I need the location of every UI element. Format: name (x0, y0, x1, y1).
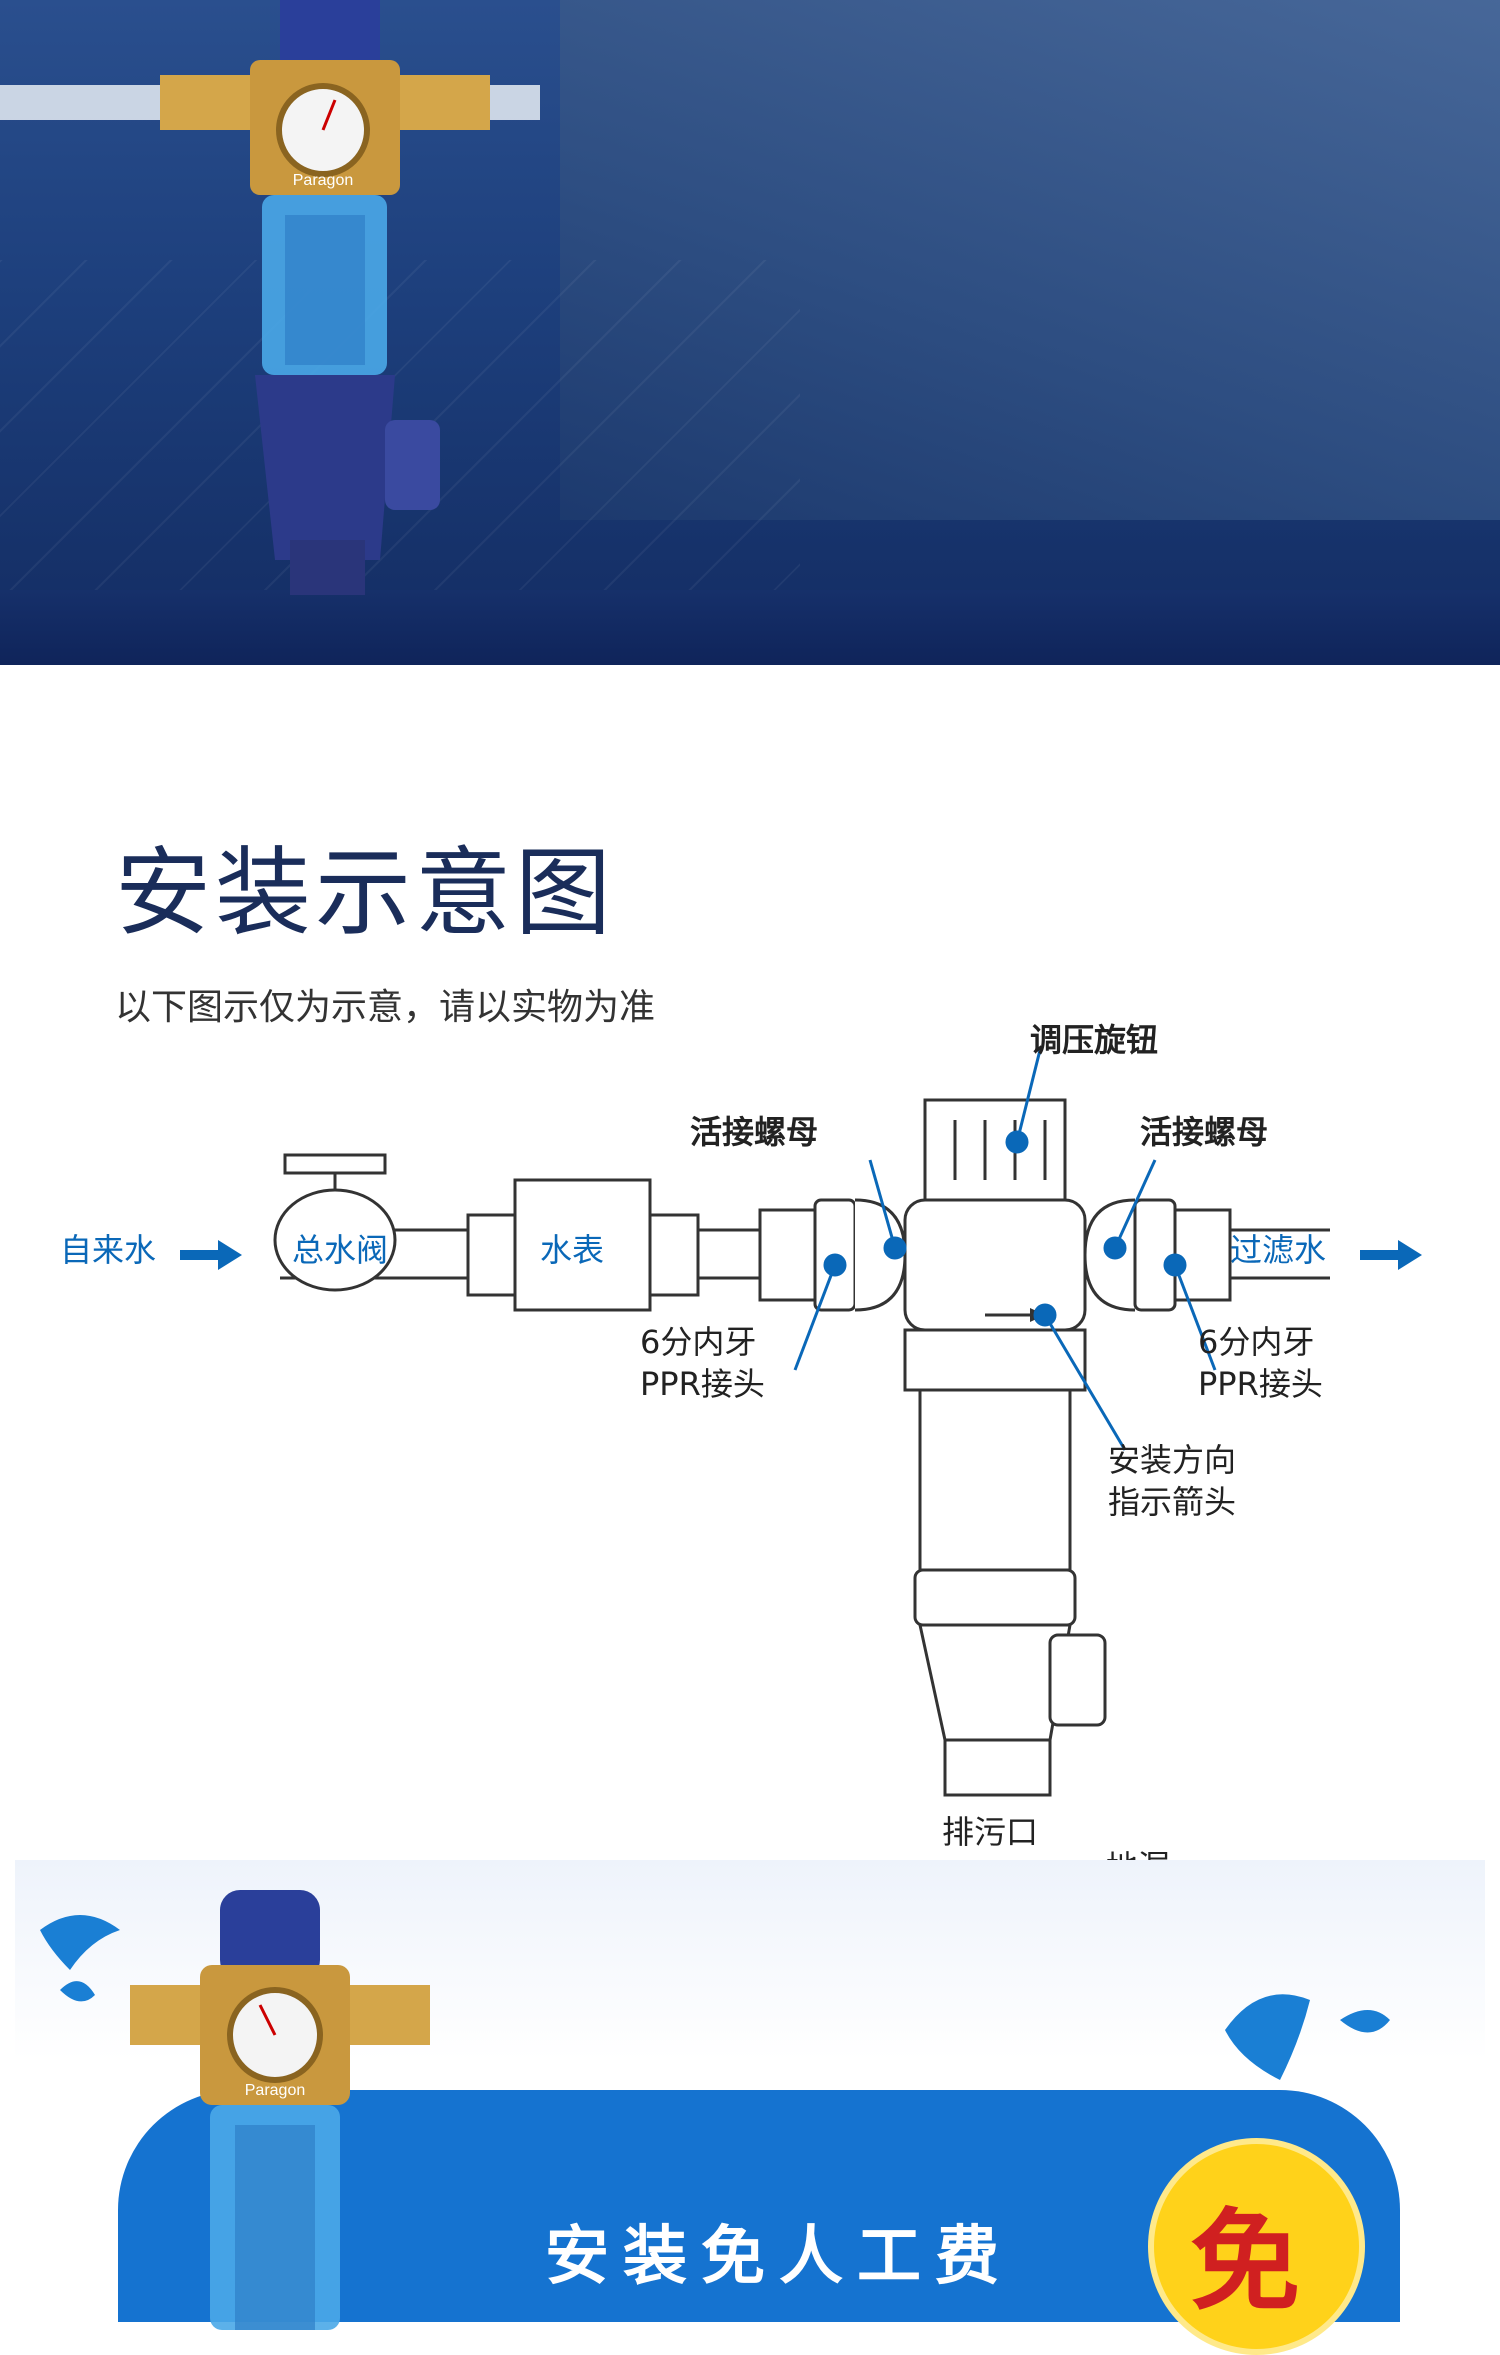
label-ppr-left-2: PPR接头 (640, 1365, 765, 1403)
hero-banner: Paragon (0, 0, 1500, 665)
kitchen-scene-image (560, 0, 1500, 520)
free-badge-text: 免 (1190, 2198, 1300, 2326)
label-main-valve: 总水阀 (292, 1231, 389, 1269)
label-ppr-right-2: PPR接头 (1198, 1365, 1323, 1403)
water-splash-icons (40, 1915, 1390, 2080)
label-union-nut-left: 活接螺母 (690, 1113, 819, 1151)
promo-filter-image: Paragon (130, 1890, 430, 2330)
section-title: 安装示意图 (115, 837, 615, 949)
label-drain-outlet: 排污口 (942, 1813, 1039, 1851)
label-pressure-knob: 调压旋钮 (1030, 1021, 1159, 1059)
label-arrow-1: 安装方向 (1108, 1441, 1237, 1479)
installation-diagram (180, 1050, 1422, 2032)
label-arrow-2: 指示箭头 (1108, 1483, 1237, 1521)
section-subtitle: 以下图示仅为示意，请以实物为准 (115, 987, 656, 1028)
hero-filter-image: Paragon (0, 0, 540, 595)
hero-bottom-band (0, 590, 1500, 665)
label-ppr-left-1: 6分内牙 (640, 1323, 757, 1361)
free-badge (1148, 2138, 1365, 2355)
promo-banner-text: 安装免人工费 (545, 2220, 1013, 2294)
label-union-nut-right: 活接螺母 (1140, 1113, 1269, 1151)
label-outlet: 过滤水 (1230, 1231, 1327, 1269)
promo-brand-text: Paragon (245, 2082, 306, 2099)
label-inlet: 自来水 (60, 1231, 157, 1269)
label-ppr-right-1: 6分内牙 (1198, 1323, 1315, 1361)
hero-brand-text: Paragon (293, 172, 354, 189)
label-water-meter: 水表 (540, 1231, 605, 1269)
